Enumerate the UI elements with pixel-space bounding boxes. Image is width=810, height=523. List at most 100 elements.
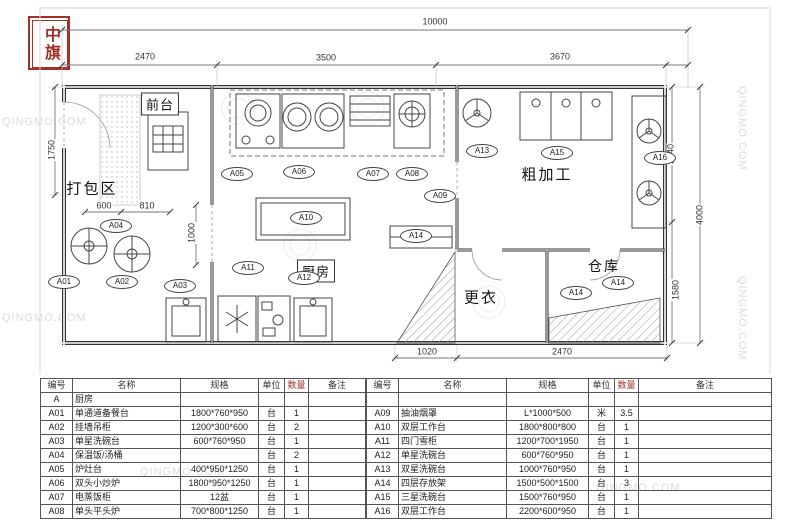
- dim-right-seg-2: 1580: [670, 278, 681, 302]
- table-cell: 抽油烟罩: [398, 406, 507, 421]
- table-cell: 台: [258, 434, 285, 449]
- floor-plan-canvas: [39, 7, 771, 374]
- table-cell: [638, 462, 772, 477]
- table-cell: 电蒸饭柜: [72, 490, 181, 505]
- table-cell: 双层工作台: [398, 420, 507, 435]
- equip-tag-a14: A14: [602, 276, 634, 290]
- equip-tag-a13: A13: [466, 144, 498, 158]
- table-cell: A07: [40, 490, 73, 505]
- table-cell: 单头平头炉: [72, 504, 181, 519]
- table-cell: 台: [258, 420, 285, 435]
- table-cell: A15: [366, 490, 399, 505]
- equip-tag-a12: A12: [288, 271, 320, 285]
- table-cell: 台: [588, 476, 615, 491]
- dim-bottom-seg-1: 1020: [415, 346, 439, 357]
- company-seal-stamp: 中旗: [28, 16, 70, 70]
- table-cell: 台: [588, 434, 615, 449]
- table-cell: A02: [40, 420, 73, 435]
- table-cell: 2: [284, 448, 309, 463]
- table-cell: [638, 448, 772, 463]
- table-cell: [180, 392, 259, 407]
- table-cell: [258, 392, 285, 407]
- table-cell: [638, 406, 772, 421]
- table-cell: 2: [284, 420, 309, 435]
- table-cell: 台: [588, 420, 615, 435]
- table-cell: A01: [40, 406, 73, 421]
- table-cell: [638, 490, 772, 505]
- table-cell: [638, 504, 772, 519]
- table-cell: 单星洗碗台: [398, 448, 507, 463]
- table-cell: 台: [588, 462, 615, 477]
- table-cell: 双层工作台: [398, 504, 507, 519]
- table-cell: 1200*300*600: [180, 420, 259, 435]
- equip-tag-a03: A03: [164, 279, 196, 293]
- table-cell: A16: [366, 504, 399, 519]
- room-label-changing: 更衣: [463, 289, 499, 307]
- table-cell: [308, 392, 366, 407]
- column-header: 名称: [398, 378, 507, 393]
- table-cell: 1: [284, 476, 309, 491]
- table-cell: [398, 392, 507, 407]
- table-cell: 1: [284, 406, 309, 421]
- table-cell: 3: [614, 476, 639, 491]
- table-row: [366, 392, 772, 407]
- dim-bottom-seg-2: 2470: [550, 346, 574, 357]
- equip-tag-a10: A10: [290, 211, 322, 225]
- dim-top-seg-3: 3670: [548, 51, 572, 62]
- table-cell: [366, 392, 399, 407]
- column-header: 数量: [614, 378, 639, 393]
- table-cell: 保温饭/汤桶: [72, 448, 181, 463]
- equip-tag-a06: A06: [283, 165, 315, 179]
- table-cell: [308, 462, 366, 477]
- table-header-row: 编号名称规格单位数量备注: [366, 378, 772, 393]
- equip-tag-a04: A04: [100, 219, 132, 233]
- table-cell: [308, 448, 366, 463]
- table-cell: [308, 504, 366, 519]
- table-cell: A11: [366, 434, 399, 449]
- watermark: QINGMO.COM: [2, 116, 87, 128]
- table-cell: 1800*800*800: [506, 420, 589, 435]
- equip-tag-a05: A05: [221, 167, 253, 181]
- table-cell: 3.5: [614, 406, 639, 421]
- table-cell: A10: [366, 420, 399, 435]
- equip-tag-a11: A11: [232, 261, 264, 275]
- table-cell: A: [40, 392, 73, 407]
- equip-tag-a16: A16: [644, 151, 676, 165]
- table-cell: [284, 392, 309, 407]
- table-cell: 米: [588, 406, 615, 421]
- table-cell: 台: [588, 490, 615, 505]
- table-cell: A06: [40, 476, 73, 491]
- table-cell: 400*950*1250: [180, 462, 259, 477]
- equip-tag-a01: A01: [48, 275, 80, 289]
- table-cell: 1: [614, 462, 639, 477]
- dim-inner-810: 810: [138, 200, 156, 211]
- table-cell: 1: [284, 504, 309, 519]
- table-cell: A12: [366, 448, 399, 463]
- table-cell: A14: [366, 476, 399, 491]
- table-cell: 1: [284, 462, 309, 477]
- column-header: 名称: [72, 378, 181, 393]
- table-cell: [308, 434, 366, 449]
- table-cell: 1: [284, 434, 309, 449]
- table-cell: [638, 392, 772, 407]
- equip-tag-a14: A14: [560, 286, 592, 300]
- room-label-warehouse: 仓库: [588, 258, 620, 274]
- dim-inner-1000: 1000: [186, 221, 197, 245]
- table-cell: L*1000*500: [506, 406, 589, 421]
- table-cell: [180, 448, 259, 463]
- room-label-front-desk: 前台: [140, 92, 180, 116]
- table-cell: 1: [284, 490, 309, 505]
- dim-top-seg-2: 3500: [314, 52, 338, 63]
- table-cell: 台: [258, 406, 285, 421]
- table-cell: 1: [614, 448, 639, 463]
